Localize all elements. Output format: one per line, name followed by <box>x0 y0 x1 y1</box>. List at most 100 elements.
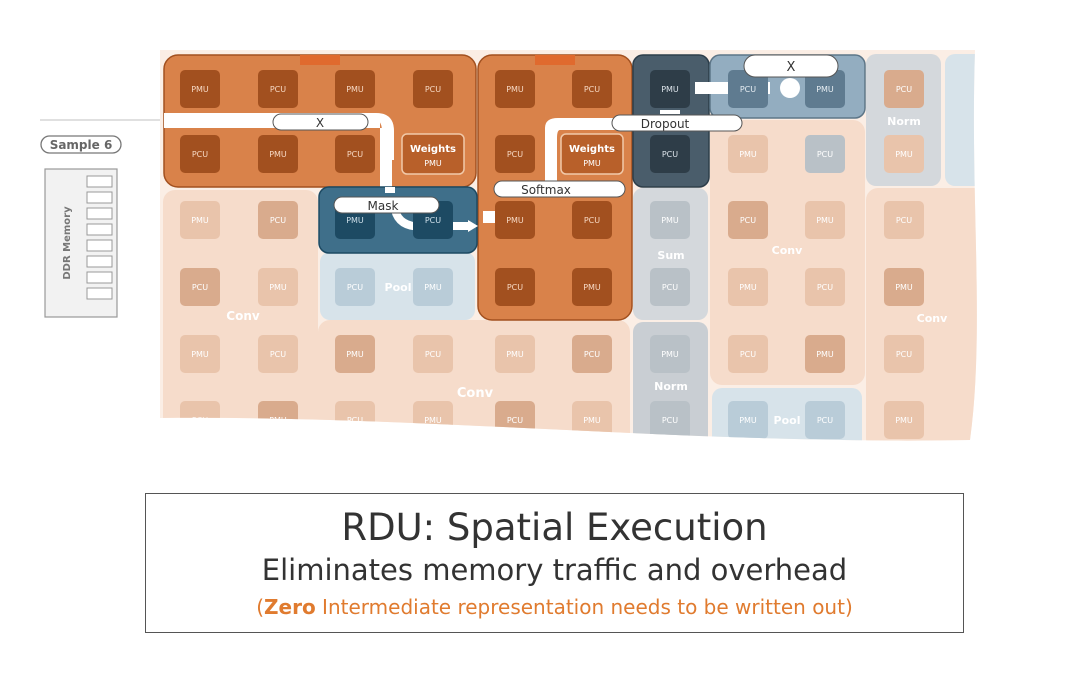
op-label-softmax: Softmax <box>493 180 626 198</box>
pmu-unit: PMU <box>180 70 220 108</box>
caption-note-open: ( <box>256 595 265 619</box>
pcu-unit: PCU <box>572 201 612 239</box>
caption-title: RDU: Spatial Execution <box>341 506 768 549</box>
pmu-label: PMU <box>269 416 287 425</box>
op-label-dropout: Dropout <box>611 114 743 132</box>
pcu-unit: PCU <box>180 135 220 173</box>
pcu-label: PCU <box>507 283 523 292</box>
pmu-label: PMU <box>424 159 442 168</box>
pmu-label: PMU <box>269 283 287 292</box>
pcu-unit: PCU <box>728 70 768 108</box>
pcu-unit: PCU <box>180 268 220 306</box>
caption-box: RDU: Spatial Execution Eliminates memory… <box>145 493 964 633</box>
pcu-unit: PCU <box>884 70 924 108</box>
pmu-label: PMU <box>661 85 679 94</box>
connector <box>483 211 495 223</box>
pcu-label: PCU <box>817 150 833 159</box>
block-label-pool: Pool <box>774 414 801 427</box>
pmu-label: PMU <box>583 416 601 425</box>
pcu-unit: PCU <box>335 268 375 306</box>
block-label-norm: Norm <box>887 115 921 128</box>
pcu-label: PCU <box>507 416 523 425</box>
pmu-unit: PMU <box>413 401 453 439</box>
sample-label: Sample 6 <box>40 119 160 154</box>
pcu-unit: PCU <box>572 335 612 373</box>
pcu-unit: PCU <box>572 70 612 108</box>
pmu-unit: PMU <box>258 268 298 306</box>
memory-slot <box>86 255 113 268</box>
pcu-label: PCU <box>584 216 600 225</box>
memory-slot <box>86 207 113 220</box>
pcu-unit: PCU <box>728 201 768 239</box>
pmu-label: PMU <box>661 216 679 225</box>
pcu-unit: PCU <box>258 201 298 239</box>
pcu-label: PCU <box>817 416 833 425</box>
memory-slot <box>86 239 113 252</box>
pcu-unit: PCU <box>884 335 924 373</box>
memory-slot <box>86 191 113 204</box>
memory-slot <box>86 223 113 236</box>
pcu-label: PCU <box>347 283 363 292</box>
pcu-label: PCU <box>662 283 678 292</box>
pmu-label: PMU <box>269 150 287 159</box>
pmu-unit: PMU <box>884 135 924 173</box>
pcu-label: PCU <box>740 85 756 94</box>
op-label-x-text: X <box>316 116 324 130</box>
pcu-unit: PCU <box>335 135 375 173</box>
pcu-label: PCU <box>347 416 363 425</box>
pmu-label: PMU <box>895 416 913 425</box>
pcu-label: PCU <box>584 85 600 94</box>
op-label-mask: Mask <box>333 196 440 214</box>
pcu-unit: PCU <box>495 268 535 306</box>
pcu-label: PCU <box>896 85 912 94</box>
caption-subtitle: Eliminates memory traffic and overhead <box>261 553 848 587</box>
block-label-conv: Conv <box>917 312 948 325</box>
pcu-unit: PCU <box>650 268 690 306</box>
pmu-unit: PMU <box>572 268 612 306</box>
pmu-unit: PMU <box>728 135 768 173</box>
pmu-unit: PMU <box>650 70 690 108</box>
pmu-unit: PMU <box>258 401 298 439</box>
caption-note-bold: Zero <box>264 595 316 619</box>
pmu-label: PMU <box>583 159 601 168</box>
pcu-unit: PCU <box>495 401 535 439</box>
pcu-label: PCU <box>270 216 286 225</box>
pmu-label: PMU <box>661 350 679 359</box>
pmu-label: PMU <box>506 350 524 359</box>
ddr-memory-label: DDR Memory <box>62 206 73 280</box>
op-label-dropout-text: Dropout <box>641 117 690 131</box>
pcu-unit: PCU <box>258 70 298 108</box>
weights-label: Weights <box>569 144 615 155</box>
pcu-label: PCU <box>347 150 363 159</box>
active-block-dropout: PMU PCU <box>632 54 710 188</box>
block-conv-far-right: Conv <box>866 188 977 441</box>
pmu-unit: PMU <box>180 335 220 373</box>
weights-label: Weights <box>410 144 456 155</box>
pcu-label: PCU <box>662 416 678 425</box>
pcu-unit: PCU <box>413 70 453 108</box>
pmu-label: PMU <box>346 85 364 94</box>
pmu-unit: PMU <box>495 335 535 373</box>
pmu-label: PMU <box>506 216 524 225</box>
pmu-label: PMU <box>191 85 209 94</box>
pcu-label: PCU <box>192 150 208 159</box>
block-label-norm: Norm <box>654 380 688 393</box>
pmu-label: PMU <box>739 283 757 292</box>
pmu-unit: PMU <box>805 70 845 108</box>
pmu-unit: PMU <box>884 401 924 439</box>
pmu-unit: PMU <box>335 335 375 373</box>
pmu-label: PMU <box>583 283 601 292</box>
pcu-unit: PCU <box>258 335 298 373</box>
pcu-unit: PCU <box>805 401 845 439</box>
caption-note-rest: Intermediate representation needs to be … <box>315 595 853 619</box>
pcu-label: PCU <box>662 150 678 159</box>
pcu-label: PCU <box>740 216 756 225</box>
pmu-unit: PMU <box>335 70 375 108</box>
pmu-label: PMU <box>739 416 757 425</box>
pcu-label: PCU <box>507 150 523 159</box>
pcu-label: PCU <box>270 85 286 94</box>
pcu-unit: PCU <box>728 335 768 373</box>
pmu-unit: PMU <box>884 268 924 306</box>
pcu-unit: PCU <box>495 135 535 173</box>
pcu-label: PCU <box>425 216 441 225</box>
